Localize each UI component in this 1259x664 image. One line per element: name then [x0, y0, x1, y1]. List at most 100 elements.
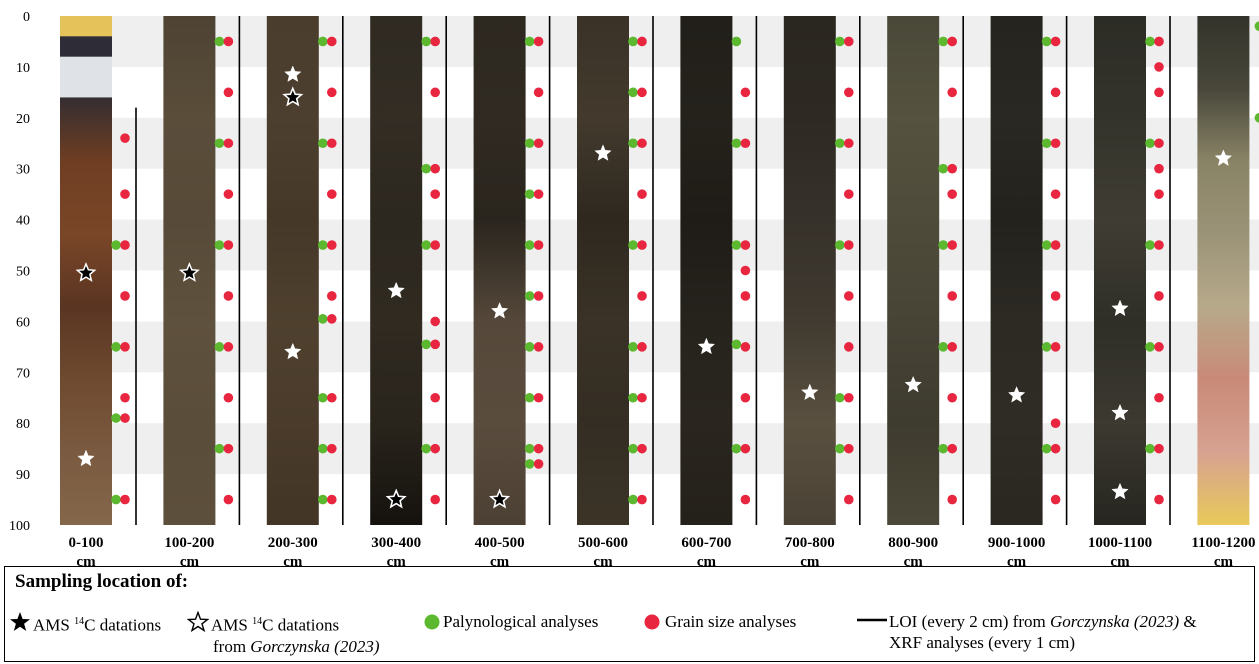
- ams-gorczynska-star: [1007, 386, 1026, 403]
- grain-size-sample: [120, 494, 130, 505]
- grain-size-sample: [430, 189, 441, 199]
- grain-size-sample: [637, 240, 647, 250]
- grain-size-sample: [120, 291, 130, 301]
- grain-size-sample: [533, 443, 544, 454]
- palynological-sample: [1254, 113, 1259, 123]
- grain-size-sample: [1154, 36, 1164, 47]
- palynological-sample: [938, 36, 948, 47]
- grain-size-sample: [740, 265, 751, 276]
- core-tape: [60, 36, 112, 57]
- grain-size-sample: [740, 342, 751, 352]
- grain-size-sample: [947, 189, 957, 199]
- palynological-sample: [318, 36, 328, 47]
- ams-gorczynska-star: [801, 383, 819, 401]
- grain-size-sample: [430, 392, 441, 403]
- core-empty-liner: [60, 56, 112, 98]
- depth-tick-label: 20: [16, 112, 30, 127]
- grain-size-sample: [947, 291, 957, 301]
- section-label: 100-200: [164, 535, 214, 551]
- grain-size-sample: [1050, 87, 1061, 98]
- legend-loi-xrf: LOI (every 2 cm) from Gorczynska (2023) …: [889, 612, 1197, 652]
- grain-size-sample: [430, 443, 441, 454]
- grain-size-sample: [223, 87, 234, 98]
- palynological-sample: [421, 36, 432, 47]
- grain-size-sample: [637, 87, 647, 98]
- palynological-sample: [214, 240, 225, 250]
- palynological-sample: [421, 443, 432, 454]
- palynological-sample: [628, 342, 638, 352]
- grain-size-sample: [740, 443, 751, 454]
- palynological-sample: [835, 240, 845, 250]
- grain-size-sample: [327, 494, 337, 505]
- depth-tick-label: 70: [16, 366, 30, 381]
- grain-size-sample: [844, 494, 854, 505]
- palynological-sample: [731, 36, 742, 47]
- grain-size-sample: [844, 36, 854, 47]
- palynological-sample: [835, 138, 845, 149]
- palynological-sample: [524, 459, 535, 469]
- grain-size-sample: [120, 189, 130, 199]
- grain-size-sample: [637, 291, 647, 301]
- grain-size-sample: [430, 494, 441, 505]
- grain-size-sample: [637, 342, 647, 352]
- grain-size-sample: [1050, 189, 1061, 199]
- section-label: 800-900: [888, 535, 938, 551]
- palynological-sample: [214, 443, 225, 454]
- grain-size-sample: [327, 314, 337, 324]
- grain-size-sample: [223, 494, 234, 505]
- palynological-sample: [835, 392, 845, 403]
- depth-tick-label: 0: [23, 10, 30, 25]
- grain-size-sample: [1154, 291, 1164, 301]
- legend-title: Sampling location of:: [15, 571, 189, 592]
- depth-tick-label: 40: [16, 214, 30, 229]
- grain-size-sample: [1050, 138, 1061, 149]
- black-star-icon: [10, 612, 30, 631]
- grain-size-sample: [120, 133, 130, 143]
- grain-size-sample: [844, 189, 854, 199]
- grain-size-sample: [844, 342, 854, 352]
- ams-star: [178, 262, 200, 282]
- section-label: 400-500: [475, 535, 525, 551]
- grain-size-sample: [637, 494, 647, 505]
- palynological-sample: [628, 36, 638, 47]
- palynological-sample: [111, 413, 121, 423]
- palynological-sample: [628, 392, 638, 403]
- grain-size-sample: [844, 291, 854, 301]
- palynological-sample: [731, 443, 742, 454]
- grain-size-sample: [120, 342, 130, 352]
- grain-size-sample: [947, 163, 957, 174]
- grain-size-sample: [223, 291, 234, 301]
- legend-ams: AMS 14C datations: [33, 615, 162, 635]
- grain-size-sample: [430, 339, 441, 350]
- palynological-sample: [421, 240, 432, 250]
- palynological-sample: [731, 240, 742, 250]
- palynological-sample: [524, 342, 535, 352]
- palynological-sample: [835, 443, 845, 454]
- grain-size-sample: [327, 87, 337, 98]
- grain-size-sample: [844, 138, 854, 149]
- grain-size-sample: [637, 392, 647, 403]
- grain-size-sample: [223, 240, 234, 250]
- grain-size-sample: [637, 189, 647, 199]
- palynological-sample: [111, 240, 121, 250]
- grain-size-sample: [1050, 443, 1061, 454]
- grain-size-sample: [1154, 443, 1164, 454]
- grain-size-sample: [327, 240, 337, 250]
- grain-size-sample: [1050, 494, 1061, 505]
- grain-size-sample: [533, 291, 544, 301]
- depth-tick-label: 60: [16, 315, 30, 330]
- grain-size-sample: [740, 138, 751, 149]
- core-photo: [680, 16, 733, 525]
- grain-size-sample: [1154, 342, 1164, 352]
- core-photo: [990, 16, 1043, 525]
- core-photo: [473, 16, 526, 525]
- grain-size-sample: [533, 459, 544, 469]
- palynological-sample: [111, 494, 121, 505]
- red-dot-icon: [644, 614, 660, 630]
